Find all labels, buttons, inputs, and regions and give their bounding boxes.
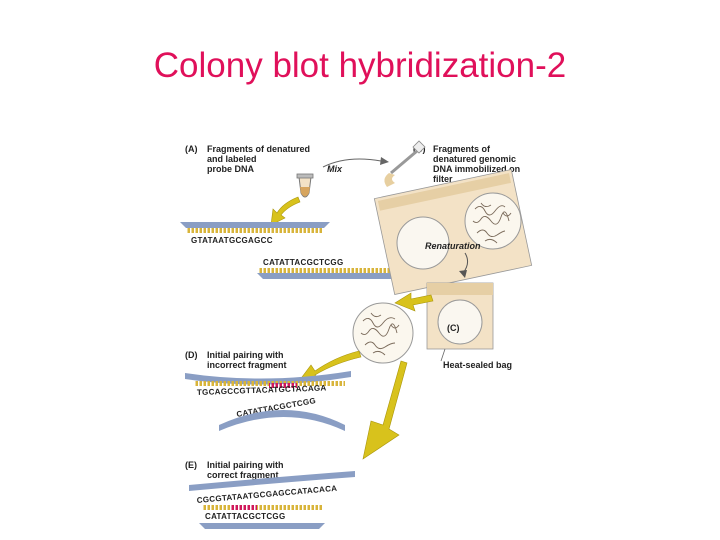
panel-b-label-line3: DNA immobilized on [433, 164, 520, 174]
arrow-tube-to-probe [270, 196, 301, 226]
dna-disk-c [352, 302, 414, 364]
panel-a-label-line3: probe DNA [207, 164, 255, 174]
e-strand-top [189, 471, 355, 491]
mix-label: Mix [327, 164, 343, 174]
panel-d-label-line2: incorrect fragment [207, 360, 287, 370]
probe-top-sequence: GTATAATGCGAGCC [191, 236, 273, 245]
renaturation-label: Renaturation [425, 241, 481, 251]
pipette [390, 140, 426, 175]
panel-e-tag: (E) [185, 460, 197, 470]
filter-disk-dna [464, 192, 522, 250]
panel-b-label-line1: Fragments of [433, 144, 491, 154]
panel-d-tag: (D) [185, 350, 198, 360]
panel-e-label-line1: Initial pairing with [207, 460, 284, 470]
probe-strand-top [180, 222, 330, 233]
probe-strand-bottom [257, 268, 403, 279]
panel-c-tag: (C) [447, 323, 460, 333]
panel-a-label-line2: and labeled [207, 154, 257, 164]
panel-e-label-line2: correct fragment [207, 470, 279, 480]
panel-d-label-line1: Initial pairing with [207, 350, 284, 360]
d-strand-bottom [219, 410, 345, 431]
panel-a-tag: (A) [185, 144, 198, 154]
slide-title: Colony blot hybridization-2 [153, 46, 567, 85]
bag-pointer-line [440, 348, 446, 362]
probe-tube [296, 173, 314, 198]
panel-a-label-line1: Fragments of denatured [207, 144, 310, 154]
arrow-disk-to-e [362, 360, 408, 460]
panel-b-label-line4: filter [433, 174, 453, 184]
mix-arrow-head [380, 157, 389, 165]
e-pairing-bases [203, 505, 323, 510]
probe-bottom-sequence: CATATTACGCTCGG [263, 258, 343, 267]
colony-blot-diagram: (A) Fragments of denatured and labeled p… [180, 140, 533, 529]
heat-sealed-bag-label: Heat-sealed bag [443, 360, 512, 370]
d-strand-top [185, 371, 351, 388]
mix-arrow [322, 158, 382, 168]
filter-disk-blank [396, 216, 450, 270]
renaturation-arrow-head [459, 270, 467, 278]
e-bottom-sequence: CATATTACGCTCGG [205, 512, 285, 521]
pour-stream [384, 173, 395, 187]
e-strand-bottom [199, 523, 325, 529]
heat-sealed-bag [426, 282, 494, 350]
arrow-bag-to-disk [394, 292, 434, 312]
panel-b-label-line2: denatured genomic [433, 154, 516, 164]
